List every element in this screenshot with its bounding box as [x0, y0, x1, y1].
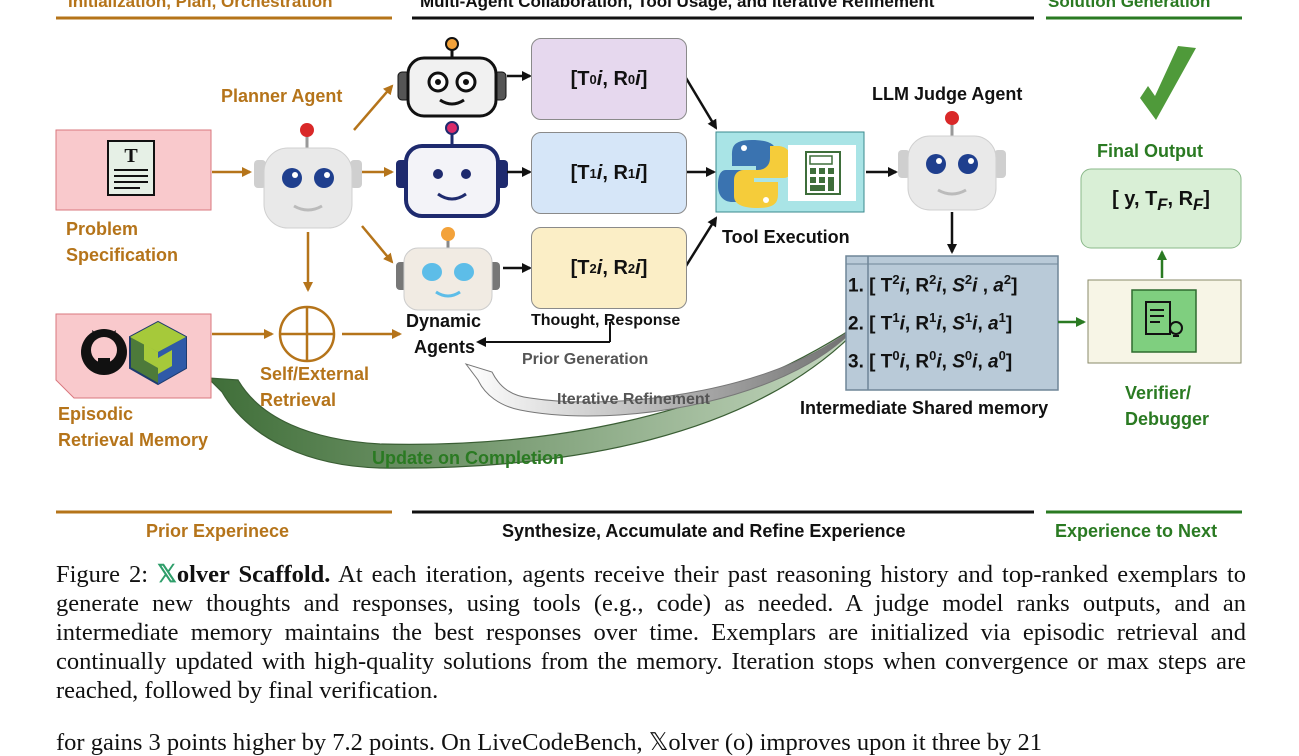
final-output-box	[1080, 168, 1242, 249]
final-output-text: [ y, TF, RF]	[1112, 188, 1210, 214]
header-solution-generation: Solution Generation	[1048, 0, 1211, 11]
dynamic-label-1: Dynamic	[406, 311, 482, 331]
verifier-label-2: Debugger	[1125, 409, 1210, 429]
verifier-label-1: Verifier/	[1125, 383, 1192, 403]
python-icon	[718, 140, 792, 208]
thought-response-label: Thought, Response	[531, 312, 681, 329]
iterative-refinement-label: Iterative Refinement	[557, 391, 710, 408]
github-icon	[81, 329, 127, 375]
memory-row-2: 2. [ T1i, R1i, S1i, a1]	[848, 310, 1013, 335]
llm-judge-label: LLM Judge Agent	[872, 84, 1023, 104]
refinement-arrow	[464, 317, 865, 417]
trailing-text: for gains 3 points higher by 7.2 points.…	[56, 729, 1042, 756]
circled-plus-icon	[278, 305, 336, 363]
robot-icon	[254, 123, 362, 229]
problem-label-2: Specification	[66, 245, 179, 265]
robot-icon	[898, 111, 1006, 211]
shared-memory-label: Intermediate Shared memory	[800, 398, 1049, 418]
figure-caption: Figure 2: 𝕏olver Scaffold. At each itera…	[56, 560, 1246, 705]
planner-agent-label: Planner Agent	[221, 86, 343, 106]
footer-prior-experience: Prior Experinece	[146, 521, 290, 541]
footer-experience-next: Experience to Next	[1055, 521, 1218, 541]
tool-execution-label: Tool Execution	[722, 227, 850, 247]
final-output-label: Final Output	[1097, 141, 1203, 161]
retrieval-label-2: Retrieval	[260, 390, 337, 410]
retrieval-label-1: Self/External	[260, 364, 370, 384]
memory-box	[845, 255, 1059, 391]
figure-label: Figure 2:	[56, 561, 149, 588]
robot-icon	[396, 227, 500, 311]
memory-row-3: 3. [ T0i, R0i, S0i, a0]	[848, 348, 1013, 373]
diagram-canvas: T	[55, 16, 1242, 514]
figure-caption-body: At each iteration, agents receive their …	[56, 561, 1247, 704]
memory-rows: 1. [ T2i, R2i, S2i , a2] 2. [ T1i, R1i, …	[848, 270, 1058, 388]
figure-title: olver Scaffold.	[176, 561, 331, 588]
document-icon: T	[107, 140, 155, 196]
header-collaboration: Multi-Agent Collaboration, Tool Usage, a…	[420, 0, 935, 11]
memory-row-1: 1. [ T2i, R2i, S2i , a2]	[848, 272, 1018, 297]
checkmark-icon	[1140, 46, 1196, 120]
update-completion-label: Update on Completion	[372, 448, 564, 468]
footer-synthesize: Synthesize, Accumulate and Refine Experi…	[502, 521, 906, 541]
lightbulb-document-icon	[1131, 289, 1197, 353]
svg-text:T: T	[124, 145, 138, 167]
robot-icon	[397, 37, 507, 118]
episodic-label-2: Retrieval Memory	[58, 430, 209, 450]
problem-label-1: Problem	[66, 219, 139, 239]
cube-icon	[129, 320, 187, 386]
robot-icon	[396, 121, 508, 218]
episodic-label-1: Episodic	[58, 404, 134, 424]
calculator-icon	[788, 145, 856, 201]
header-initialization: Initialization, Plan, Orchestration	[68, 0, 333, 11]
xolver-symbol: 𝕏	[157, 561, 177, 588]
dynamic-label-2: Agents	[414, 337, 476, 357]
prior-generation-label: Prior Generation	[522, 351, 649, 368]
